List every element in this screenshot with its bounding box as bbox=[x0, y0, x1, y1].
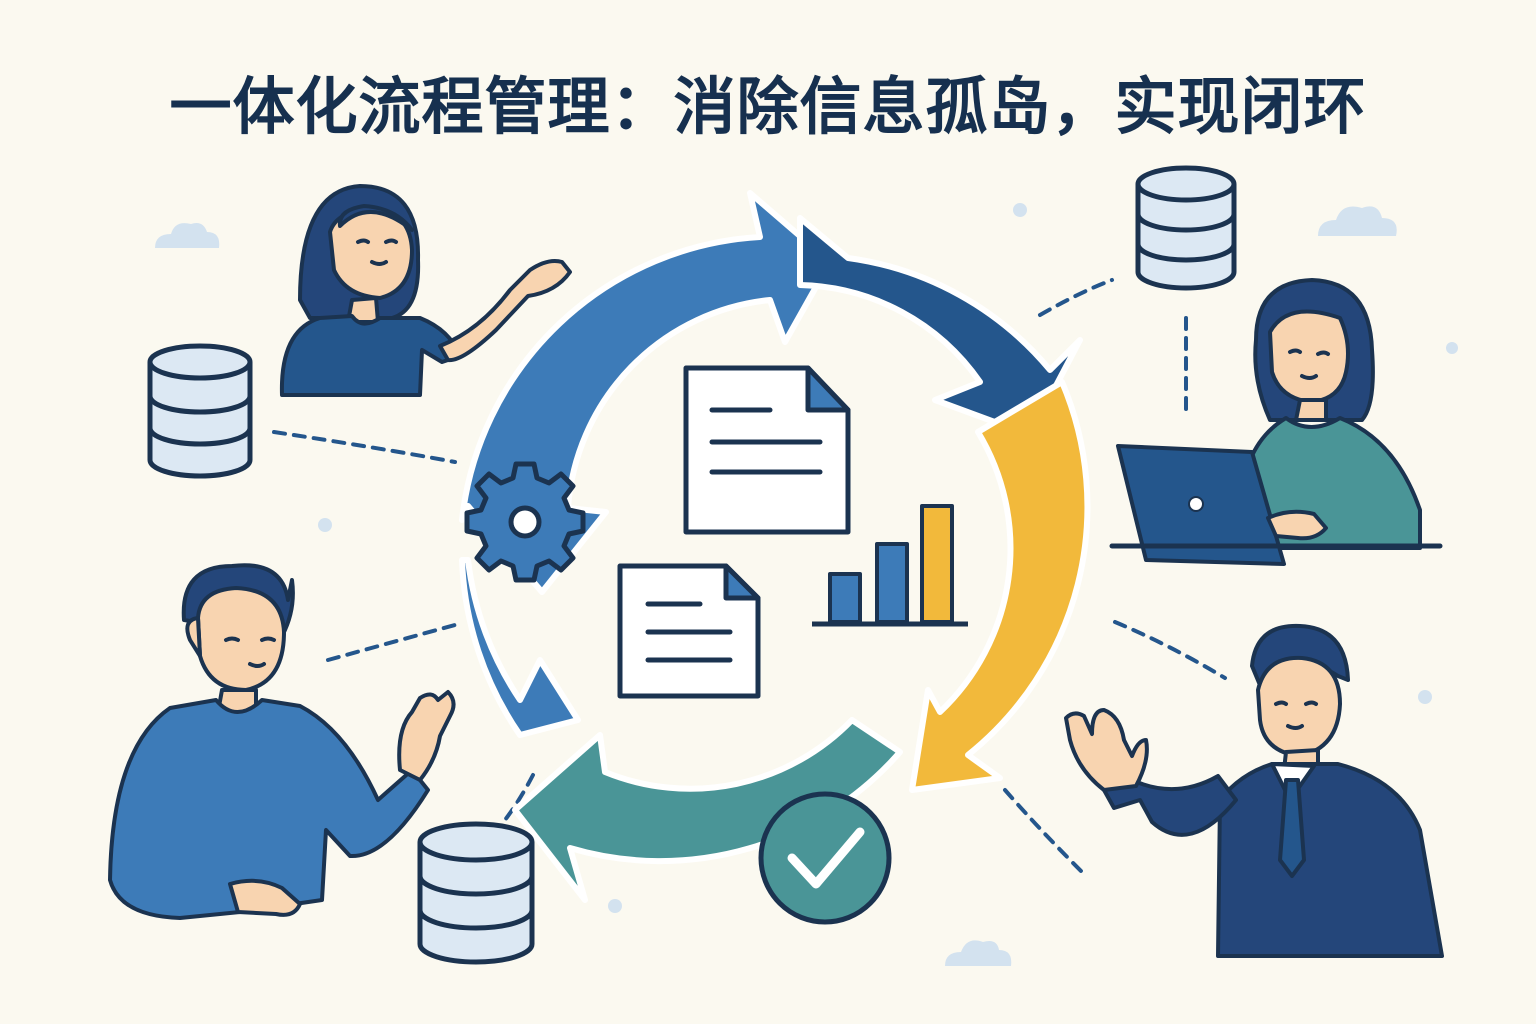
document-icon bbox=[683, 365, 851, 535]
page-title: 一体化流程管理：消除信息孤岛，实现闭环 bbox=[169, 70, 1367, 143]
decorative-dots bbox=[318, 203, 1458, 913]
gear-icon bbox=[464, 461, 586, 583]
bar-chart-icon bbox=[812, 504, 968, 627]
businessman-in-suit bbox=[1064, 623, 1444, 958]
dashed-connectors bbox=[272, 278, 1227, 874]
woman-presenting bbox=[279, 184, 572, 397]
cloud-icon bbox=[945, 940, 1012, 966]
database-icon bbox=[1135, 165, 1237, 291]
man-gesturing bbox=[108, 563, 456, 920]
cycle-arrow-navy bbox=[797, 215, 1083, 438]
database-icon bbox=[147, 343, 253, 479]
check-icon bbox=[758, 791, 892, 925]
cycle-arrow-yellow bbox=[909, 379, 1091, 793]
woman-at-laptop bbox=[1109, 278, 1443, 566]
database-icon bbox=[417, 821, 535, 965]
cloud-icon bbox=[1318, 206, 1397, 236]
cycle-arrow-blue-lower bbox=[459, 557, 581, 738]
cloud-icon bbox=[155, 223, 220, 248]
document-icon bbox=[617, 563, 761, 699]
